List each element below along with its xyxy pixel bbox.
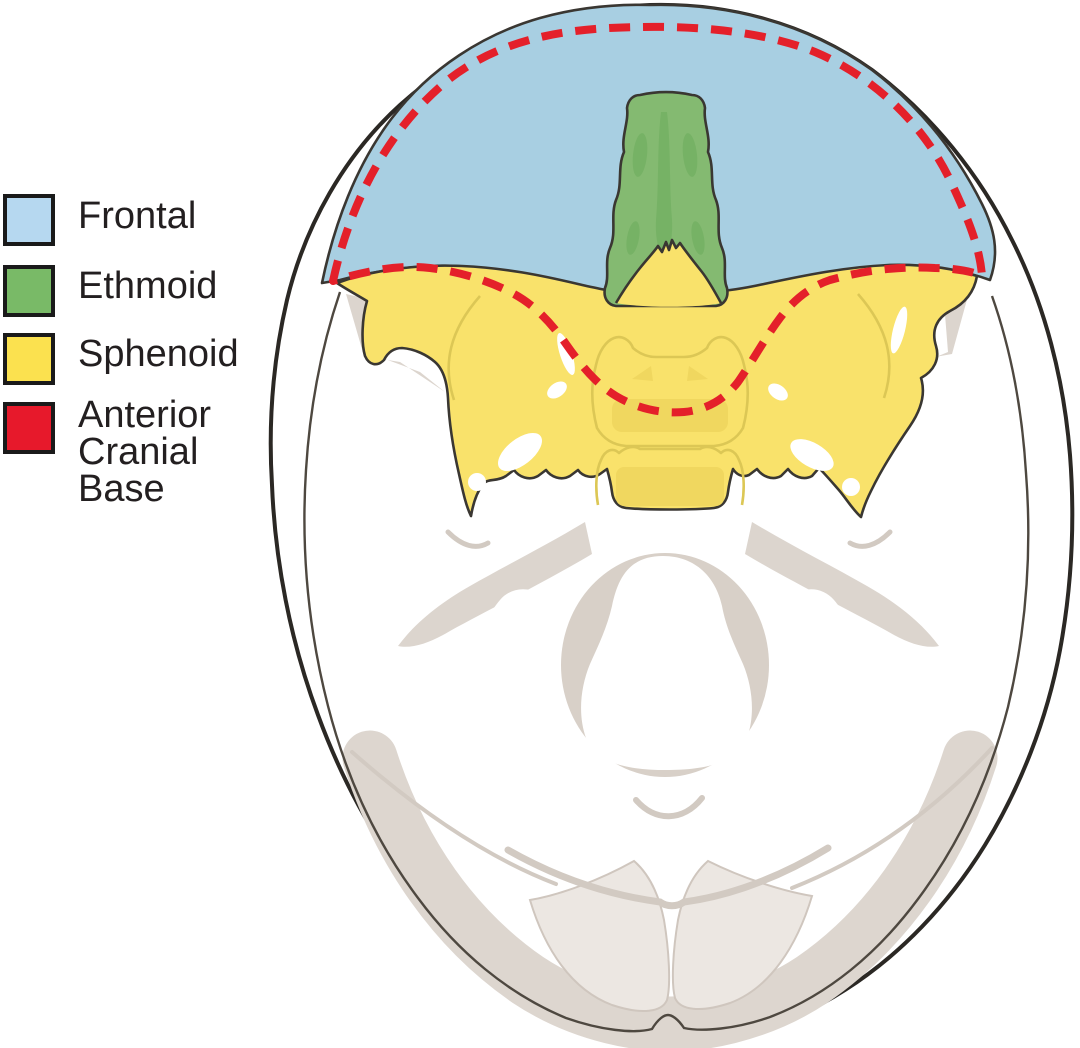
legend-swatch-frontal	[3, 194, 55, 246]
legend-swatch-sphenoid	[3, 333, 55, 385]
occipital-shading	[342, 730, 998, 1048]
legend-item-ethmoid: Ethmoid	[3, 265, 217, 317]
ethmoid-bone-region	[603, 90, 729, 308]
inner-table-line	[303, 291, 1030, 1033]
left-petrous-ridge	[398, 522, 592, 647]
legend-label-frontal: Frontal	[78, 195, 196, 237]
foramen-magnum	[581, 556, 752, 770]
legend-swatch-anterior-cranial-base	[3, 402, 55, 454]
legend: Frontal Ethmoid Sphenoid Anterior Crania…	[3, 194, 239, 510]
legend-item-frontal: Frontal	[3, 194, 196, 246]
legend-item-sphenoid: Sphenoid	[3, 333, 239, 385]
legend-label-anterior: Anterior	[78, 394, 211, 436]
legend-item-anterior-cranial-base: Anterior Cranial Base	[3, 394, 211, 510]
left-jugular-foramen	[487, 589, 546, 642]
right-temporal-shading	[878, 296, 968, 392]
sphenoid-details	[447, 293, 908, 506]
legend-label-cranial: Cranial	[78, 431, 198, 473]
legend-label-ethmoid: Ethmoid	[78, 265, 217, 307]
legend-label-sphenoid: Sphenoid	[78, 333, 239, 375]
sphenoid-rostrum	[614, 238, 723, 307]
right-petrous-ridge	[745, 522, 939, 647]
legend-label-base: Base	[78, 468, 165, 510]
right-jugular-foramen	[788, 589, 847, 642]
anterior-cranial-base-outline	[329, 22, 986, 417]
skull-interior-details	[303, 291, 1030, 1048]
legend-swatch-ethmoid	[3, 265, 55, 317]
